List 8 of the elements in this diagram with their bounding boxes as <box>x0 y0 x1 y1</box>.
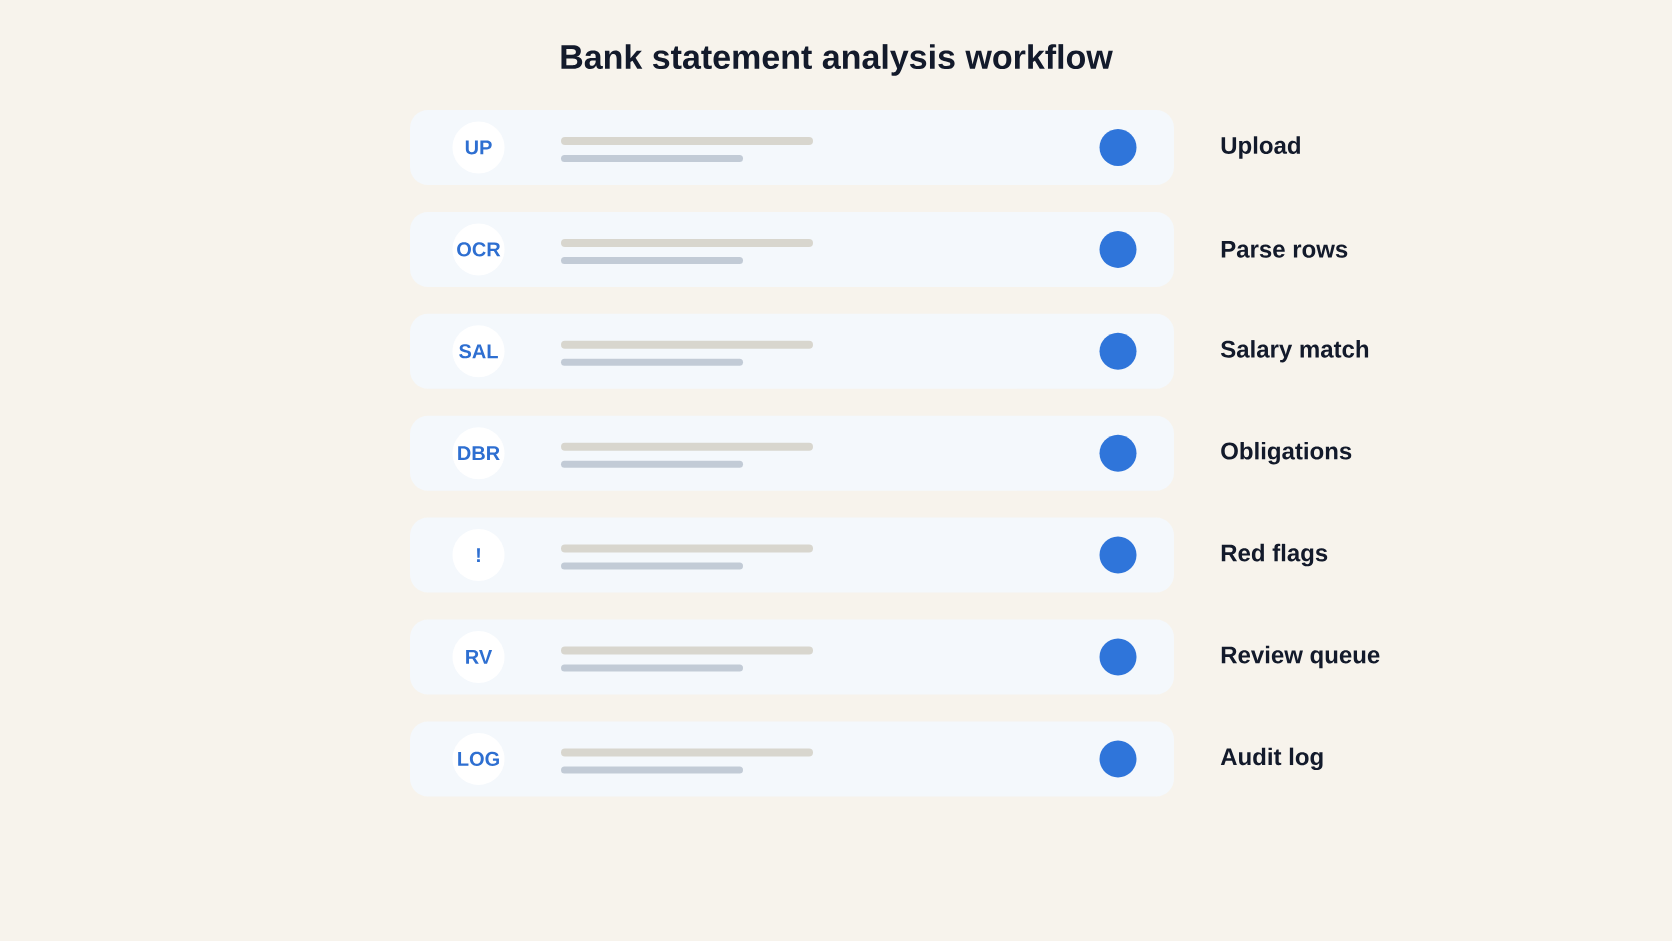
step-label: Parse rows <box>1221 241 1348 258</box>
step-label: Red flags <box>1221 543 1328 567</box>
step-label: Salary match <box>1220 340 1369 363</box>
step-label: Upload <box>1221 136 1300 159</box>
step-label: Audit log <box>1220 747 1323 771</box>
title: Bank statement analysis workflow <box>561 44 1113 76</box>
step-label: Review queue <box>1221 645 1380 669</box>
step-label: Obligations <box>1221 441 1352 465</box>
